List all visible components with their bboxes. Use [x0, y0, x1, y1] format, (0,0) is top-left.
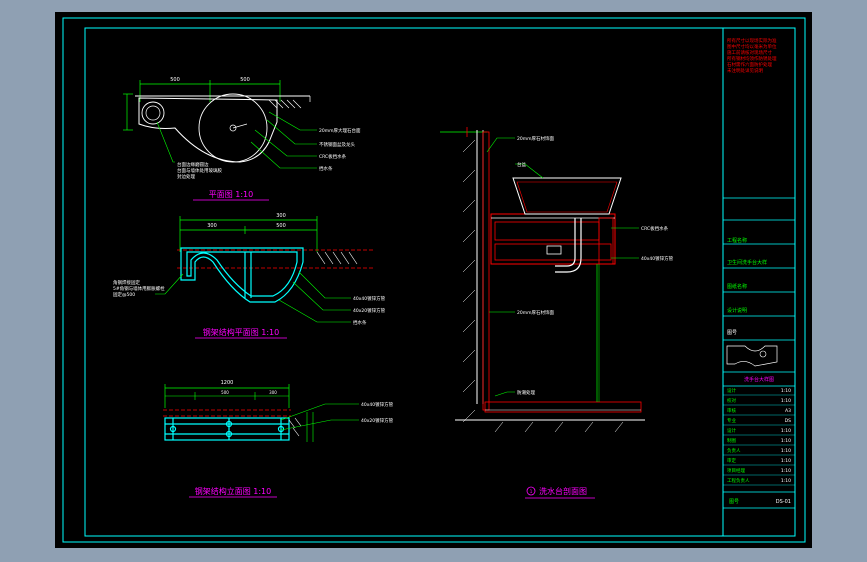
section-label-2: CRC板挡水条 [641, 225, 669, 232]
steel-note-1: 5#角钢与墙体用膨胀螺栓 [113, 285, 165, 292]
inner-frame [84, 27, 796, 537]
tb-row-value: 1:10 [781, 478, 791, 484]
red-note-0: 所有尺寸以现场实际为准 [727, 37, 777, 44]
steel-plan-title: 钢架结构平面图 1:10 [203, 327, 280, 337]
steel-note-2: 固定@500 [113, 291, 135, 298]
plan-dim-b: 500 [240, 77, 250, 83]
section-label-3: 40x40镀锌方管 [641, 255, 674, 262]
elev-label-0: 40x40镀锌方管 [361, 401, 394, 408]
tb-row-value: 1:10 [781, 448, 791, 454]
cad-drawing: 500 500 20mm [62, 17, 806, 543]
plan-label-2: CRC板挡水条 [319, 153, 347, 160]
tb-row-label: 负责人 [727, 447, 741, 454]
steel-elevation-view: 1200 500 300 [163, 380, 394, 498]
tb-row-value: 1:10 [781, 468, 791, 474]
steel-plan-view: 300 500 300 40x40镀锌方管 40x20镀锌方管 [113, 213, 386, 339]
elev-dim-b: 500 [221, 390, 229, 395]
tb-row-value: 1:10 [781, 398, 791, 404]
elev-label-1: 40x20镀锌方管 [361, 417, 394, 424]
red-note-3: 所有钢材均须作防锈处理 [727, 55, 777, 62]
section-marker [526, 486, 536, 496]
tb-row-label: 设计 [727, 427, 736, 434]
tb-row-label: 设计 [727, 387, 736, 394]
section-label-0: 20mm厚石材饰面 [517, 135, 554, 142]
tb-footer-label: 图号 [729, 499, 739, 505]
tb-row-value: A3 [785, 408, 791, 414]
section-marker-number: 1 [530, 489, 533, 495]
tb-row-label: 校对 [727, 397, 736, 404]
plan-title: 平面图 1:10 [209, 190, 254, 199]
tb-row3: 图纸名称 [727, 283, 747, 290]
red-note-5: 未注明处详见说明 [727, 67, 763, 74]
red-note-4: 石材需作六面防护处理 [727, 61, 772, 68]
plan-note-1: 台面与墙体处用玻璃胶 [177, 167, 222, 174]
elev-dim-c: 300 [269, 390, 277, 395]
tb-row2: 卫生间洗手台大样 [727, 259, 767, 266]
steel-dim-c: 300 [276, 213, 286, 219]
plan-label-0: 20mm厚大理石台面 [319, 127, 361, 134]
tb-row-label: 专业 [727, 417, 736, 424]
red-note-2: 施工前请核对现场尺寸 [727, 49, 772, 56]
plan-dim-a: 500 [170, 77, 180, 83]
tb-row-label: 审核 [727, 407, 736, 414]
steel-dim-b: 500 [276, 223, 286, 229]
tb-row5: 图号 [727, 330, 737, 336]
tb-row1: 工程名称 [727, 237, 747, 244]
tb-row-value: 1:10 [781, 438, 791, 444]
tb-row-value: 1:10 [781, 388, 791, 394]
plan-note-2: 封边处理 [177, 173, 195, 180]
section-label-1: 台盆 [517, 161, 526, 168]
outer-frame [62, 17, 806, 543]
section-label-5: 防潮处理 [517, 389, 535, 396]
steel-dim-a: 300 [207, 223, 217, 229]
tb-row-label: 制图 [727, 437, 736, 444]
plan-label-1: 不锈钢面盆及龙头 [319, 141, 355, 148]
title-block: 所有尺寸以现场实际为准 图中尺寸均以毫米为单位 施工前请核对现场尺寸 所有钢材均… [722, 28, 795, 536]
plan-view: 500 500 20mm [123, 77, 361, 201]
section-label-4: 20mm厚石材饰面 [517, 309, 554, 316]
tb-row-value: 1:10 [781, 428, 791, 434]
tb-stamp: 洗手台大样图 [744, 376, 774, 383]
tb-row-label: 项目经理 [727, 467, 745, 474]
red-note-1: 图中尺寸均以毫米为单位 [727, 43, 777, 50]
tb-row-value: DS [785, 418, 791, 424]
section-view: 20mm厚石材饰面 台盆 CRC板挡水条 40x40镀锌方管 20mm厚石材饰面… [440, 127, 674, 499]
section-title: 洗水台剖面图 [539, 486, 587, 496]
plan-label-3: 挡水条 [319, 165, 333, 172]
steel-label-2: 挡水条 [353, 319, 367, 326]
steel-label-0: 40x40镀锌方管 [353, 295, 386, 302]
steel-elev-title: 钢架结构立面图 1:10 [195, 486, 272, 496]
steel-note-0: 角钢焊接固定 [113, 279, 140, 286]
tb-row4: 设计说明 [727, 307, 747, 314]
steel-label-1: 40x20镀锌方管 [353, 307, 386, 314]
tb-row-label: 审定 [727, 457, 736, 464]
tb-row-value: 1:10 [781, 458, 791, 464]
tb-footer-value: DS-01 [776, 499, 791, 505]
plan-note-0: 台面边缘磨圆边 [177, 161, 209, 168]
elev-dim-a: 1200 [221, 380, 234, 386]
tb-row-label: 工程负责人 [727, 477, 750, 484]
title-block-rows: 设计 1:10 校对 1:10 审核 A3 专业 DS 设计 1:10 制图 1:10 负责人 1:10 审… [723, 387, 795, 486]
cad-viewport[interactable]: 500 500 20mm [55, 12, 812, 548]
